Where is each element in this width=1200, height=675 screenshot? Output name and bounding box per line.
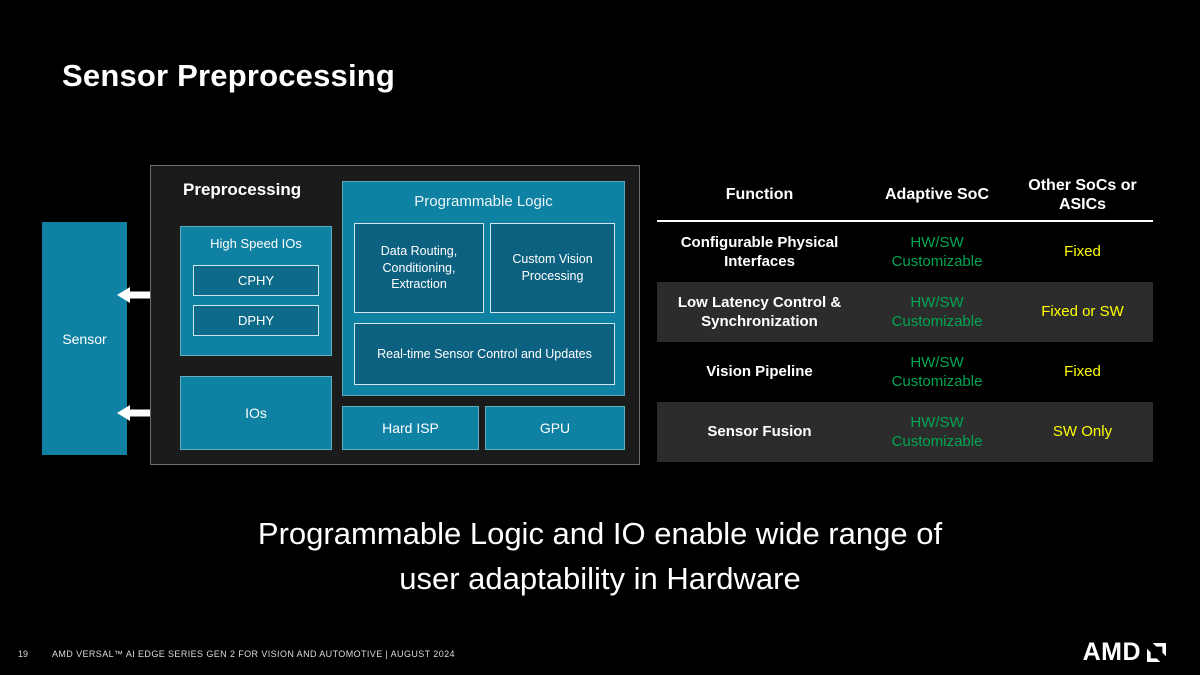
ios-label: IOs xyxy=(245,405,267,421)
dphy-box: DPHY xyxy=(193,305,319,336)
gpu-label: GPU xyxy=(539,420,571,436)
tagline-line2: user adaptability in Hardware xyxy=(399,560,801,596)
function-cell: Vision Pipeline xyxy=(706,363,813,381)
adaptive-soc-cell: HW/SW Customizable xyxy=(891,413,983,451)
other-socs-cell: Fixed xyxy=(1064,243,1101,261)
realtime-sensor-control-box: Real-time Sensor Control and Updates xyxy=(354,323,615,385)
tagline: Programmable Logic and IO enable wide ra… xyxy=(0,512,1200,602)
tagline-line1: Programmable Logic and IO enable wide ra… xyxy=(257,516,943,551)
other-socs-cell: Fixed xyxy=(1064,363,1101,381)
sensor-label: Sensor xyxy=(62,330,107,347)
footer-text: AMD VERSAL™ AI EDGE SERIES GEN 2 FOR VIS… xyxy=(52,649,455,659)
function-cell: Configurable Physical Interfaces xyxy=(680,233,839,271)
cphy-box: CPHY xyxy=(193,265,319,296)
hard-isp-box: Hard ISP xyxy=(342,406,479,450)
gpu-box: GPU xyxy=(485,406,625,450)
preprocessing-panel: Preprocessing High Speed IOs CPHY DPHY I… xyxy=(150,165,640,465)
table-row: Vision Pipeline HW/SW Customizable Fixed xyxy=(657,342,1153,402)
table-row: Sensor Fusion HW/SW Customizable SW Only xyxy=(657,402,1153,462)
high-speed-ios-box: High Speed IOs CPHY DPHY xyxy=(180,226,332,356)
hard-isp-label: Hard ISP xyxy=(382,420,439,436)
table-header-other-socs: Other SoCs or ASICs xyxy=(1028,176,1137,213)
comparison-table: Function Adaptive SoC Other SoCs or ASIC… xyxy=(657,170,1153,462)
table-row: Low Latency Control & Synchronization HW… xyxy=(657,282,1153,342)
data-routing-box: Data Routing, Conditioning, Extraction xyxy=(354,223,484,313)
cphy-label: CPHY xyxy=(237,273,275,288)
footer-page-number: 19 xyxy=(18,649,29,659)
function-cell: Sensor Fusion xyxy=(707,423,812,441)
page-title: Sensor Preprocessing xyxy=(62,58,396,93)
adaptive-soc-cell: HW/SW Customizable xyxy=(891,233,983,271)
programmable-logic-label: Programmable Logic xyxy=(414,193,553,210)
bidirectional-arrow-icon xyxy=(116,285,174,305)
table-header-adaptive-soc: Adaptive SoC xyxy=(884,186,989,204)
table-row: Configurable Physical Interfaces HW/SW C… xyxy=(657,222,1153,282)
amd-arrow-icon xyxy=(1147,643,1166,662)
other-socs-cell: Fixed or SW xyxy=(1041,303,1124,321)
high-speed-ios-label: High Speed IOs xyxy=(210,236,302,251)
other-socs-cell: SW Only xyxy=(1052,423,1113,441)
adaptive-soc-cell: HW/SW Customizable xyxy=(891,293,983,331)
programmable-logic-panel: Programmable Logic Data Routing, Conditi… xyxy=(342,181,625,396)
table-header-function: Function xyxy=(725,186,794,204)
adaptive-soc-cell: HW/SW Customizable xyxy=(891,353,983,391)
function-cell: Low Latency Control & Synchronization xyxy=(677,293,842,331)
table-header-row: Function Adaptive SoC Other SoCs or ASIC… xyxy=(657,170,1153,222)
sensor-box: Sensor xyxy=(42,222,127,455)
amd-logo: AMD xyxy=(1083,638,1166,667)
dphy-label: DPHY xyxy=(237,313,275,328)
bidirectional-arrow-icon xyxy=(116,403,174,423)
amd-wordmark: AMD xyxy=(1082,638,1141,666)
preprocessing-label: Preprocessing xyxy=(183,180,302,199)
ios-box: IOs xyxy=(180,376,332,450)
custom-vision-box: Custom Vision Processing xyxy=(490,223,615,313)
